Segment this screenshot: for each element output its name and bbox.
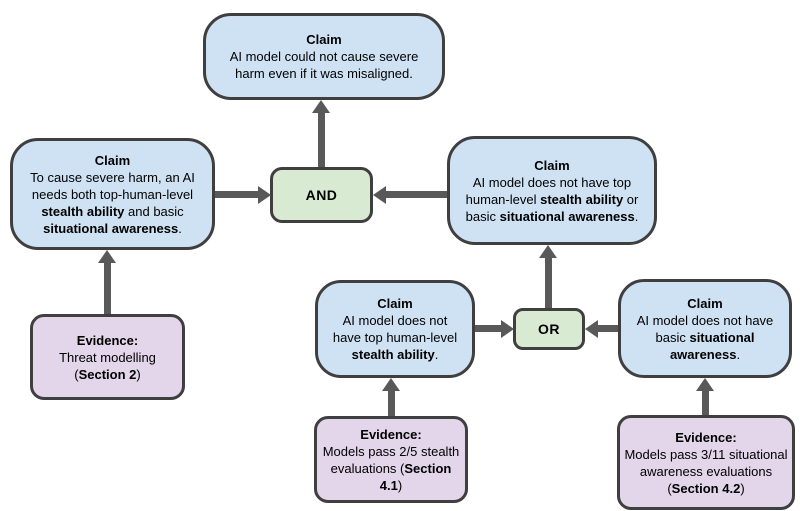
and-gate-label: AND xyxy=(305,186,338,203)
claim-node-lacks-awareness: Claim AI model does not have basic situa… xyxy=(618,279,792,378)
arrow-head-sitclaim-to-or xyxy=(585,320,598,338)
evidence-title: Evidence: xyxy=(360,426,422,442)
arrow-head-threatevidence-to-leftclaim xyxy=(98,250,116,263)
claim-node-lacks-stealth: Claim AI model does not have top human-l… xyxy=(315,280,475,378)
text-segment: AI model does not have basic xyxy=(636,312,774,345)
text-segment-bold: situational awareness xyxy=(669,329,755,362)
text-segment: and basic xyxy=(124,203,184,219)
evidence-body: Models pass 2/5 stealth evaluations (Sec… xyxy=(321,443,461,494)
text-segment-bold: Section 4.1 xyxy=(379,460,452,493)
text-segment: Models pass 2/5 stealth evaluations ( xyxy=(322,443,460,476)
evidence-body: Threat modelling (Section 2) xyxy=(37,349,178,383)
claim-title: Claim xyxy=(306,32,342,47)
claim-node-no-severe-harm: Claim AI model could not cause severe ha… xyxy=(203,13,445,100)
evidence-title: Evidence: xyxy=(675,429,737,445)
arrow-head-rightclaim-to-and xyxy=(373,186,386,204)
text-segment-bold: situational awareness xyxy=(499,208,635,224)
text-segment: . xyxy=(736,346,741,362)
claim-body: AI model does not have top human-level s… xyxy=(457,174,647,225)
arrow-shaft-sitclaim-to-or xyxy=(597,325,618,332)
claim-title: Claim xyxy=(94,152,131,168)
text-segment: . xyxy=(434,347,439,362)
claim-body: AI model does not have basic situational… xyxy=(630,312,780,363)
or-gate-label: OR xyxy=(538,320,560,337)
arrow-shaft-rightclaim-to-and xyxy=(385,191,447,198)
arrow-shaft-threatevidence-to-leftclaim xyxy=(104,262,111,314)
arrow-head-and-to-topclaim xyxy=(312,100,330,113)
or-gate: OR xyxy=(513,308,585,350)
evidence-title: Evidence: xyxy=(76,332,139,348)
text-segment-bold: situational awareness xyxy=(43,220,179,236)
text-segment: Models pass 3/11 situational awareness e… xyxy=(624,446,788,496)
text-segment: Threat modelling ( xyxy=(59,349,156,382)
arrow-shaft-or-to-rightclaim xyxy=(545,257,552,308)
arrow-head-saevidence-to-sitclaim xyxy=(696,378,714,391)
claim-body: AI model does not have top human-level s… xyxy=(332,312,458,363)
arrow-shaft-stealthevidence-to-midclaim xyxy=(388,390,395,416)
evidence-body: Models pass 3/11 situational awareness e… xyxy=(623,446,789,497)
claim-body: To cause severe harm, an AI needs both t… xyxy=(21,169,204,237)
arrow-shaft-and-to-topclaim xyxy=(318,112,325,167)
text-segment: ) xyxy=(136,366,141,382)
text-segment-bold: Section 4.2 xyxy=(671,480,741,496)
claim-node-harm-requirements: Claim To cause severe harm, an AI needs … xyxy=(10,138,215,250)
text-segment: ) xyxy=(740,480,745,496)
arrow-head-stealthevidence-to-midclaim xyxy=(382,378,400,391)
arrow-shaft-leftclaim-to-and xyxy=(215,191,259,198)
claim-title: Claim xyxy=(687,295,723,311)
claim-body: AI model could not cause severe harm eve… xyxy=(224,48,424,82)
and-gate: AND xyxy=(270,167,373,223)
arrow-head-leftclaim-to-and xyxy=(258,186,271,204)
text-segment: AI model does not have top human-level xyxy=(332,313,458,345)
claim-node-lacks-stealth-or-awareness: Claim AI model does not have top human-l… xyxy=(447,136,657,245)
text-segment: . xyxy=(634,208,639,224)
arrow-shaft-midclaim-to-or xyxy=(475,325,502,332)
text-segment: AI model could not cause severe harm eve… xyxy=(229,49,419,81)
arrow-shaft-saevidence-to-sitclaim xyxy=(702,390,709,415)
text-segment: or basic xyxy=(465,191,639,224)
text-segment: . xyxy=(178,220,182,236)
arrow-head-or-to-rightclaim xyxy=(539,245,557,258)
text-segment-bold: stealth ability xyxy=(351,347,435,362)
evidence-node-awareness-evals: Evidence: Models pass 3/11 situational a… xyxy=(617,415,795,510)
text-segment: AI model does not have top human-level xyxy=(465,174,632,207)
evidence-node-stealth-evals: Evidence: Models pass 2/5 stealth evalua… xyxy=(314,416,468,503)
text-segment: ) xyxy=(397,477,403,493)
claim-title: Claim xyxy=(377,296,413,311)
text-segment-bold: stealth ability xyxy=(41,203,125,219)
text-segment-bold: Section 2 xyxy=(78,366,137,382)
text-segment: To cause severe harm, an AI needs both t… xyxy=(30,169,195,202)
claim-title: Claim xyxy=(534,157,570,173)
evidence-node-threat-modelling: Evidence: Threat modelling (Section 2) xyxy=(30,314,185,400)
text-segment-bold: stealth ability xyxy=(540,191,624,207)
arrow-head-midclaim-to-or xyxy=(501,320,514,338)
